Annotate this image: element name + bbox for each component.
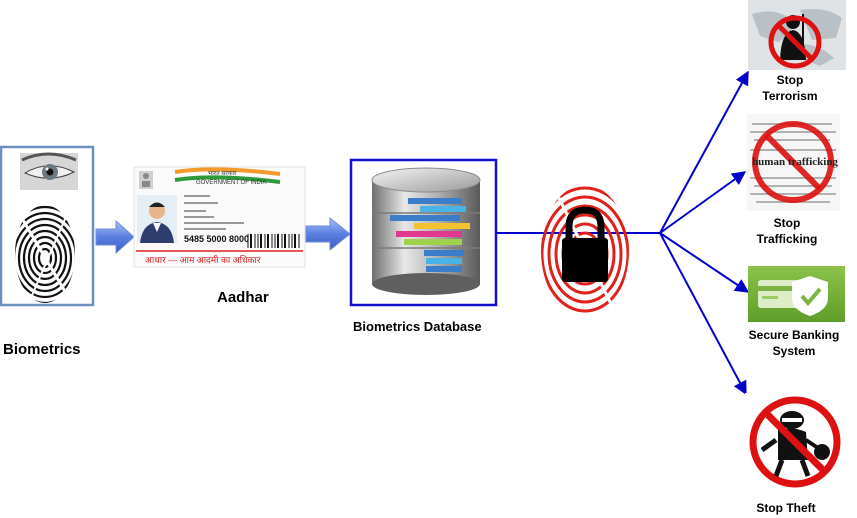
card-subheader: GOVERNMENT OF INDIA — [196, 180, 267, 186]
stop-theft-label: Stop Theft — [756, 501, 816, 515]
stop-terrorism-label-line1: Stop — [776, 73, 804, 87]
block-arrow-1 — [95, 219, 135, 255]
eye-icon — [20, 152, 78, 190]
arrow-to-theft — [659, 232, 747, 396]
stop-trafficking-label-line1: Stop — [773, 216, 801, 230]
aadhar-label: Aadhar — [217, 289, 269, 306]
no-terrorism-icon — [748, 0, 846, 70]
fingerprint-icon — [15, 205, 75, 303]
trafficking-headline: human trafficking — [752, 156, 838, 168]
stop-terrorism-label: Stop Terrorism — [750, 72, 830, 104]
secure-banking-label-line2: System — [772, 344, 816, 358]
no-trafficking-icon: human trafficking — [747, 114, 840, 211]
secure-banking-label-line1: Secure Banking — [748, 328, 840, 342]
emblem-icon — [139, 171, 153, 189]
secure-card-icon — [748, 266, 845, 322]
stop-trafficking-label: Stop Trafficking — [746, 215, 828, 247]
biometrics-label: Biometrics — [3, 341, 81, 358]
arrow-to-terrorism — [659, 70, 749, 234]
barcode — [247, 234, 300, 248]
card-header: भारत सरकार — [208, 171, 237, 177]
stop-terrorism-label-line2: Terrorism — [762, 89, 818, 103]
card-number: 5485 5000 8000 — [184, 234, 250, 244]
branch-arrows — [659, 70, 750, 396]
card-footer: आधार — आम आदमी का अधिकार — [145, 255, 261, 265]
arrow-to-trafficking — [659, 171, 747, 234]
no-theft-icon — [745, 393, 843, 492]
padlock-icon — [562, 206, 608, 282]
biometrics-box — [0, 145, 95, 307]
aadhar-card-image — [133, 166, 306, 268]
arrow-to-banking — [659, 232, 750, 293]
secure-banking-label: Secure Banking System — [738, 327, 850, 359]
block-arrow-2 — [305, 216, 351, 252]
stop-trafficking-label-line2: Trafficking — [756, 232, 818, 246]
card-photo — [137, 195, 177, 243]
database-label: Biometrics Database — [353, 319, 482, 334]
database-box — [349, 158, 498, 307]
database-icon — [371, 167, 481, 295]
